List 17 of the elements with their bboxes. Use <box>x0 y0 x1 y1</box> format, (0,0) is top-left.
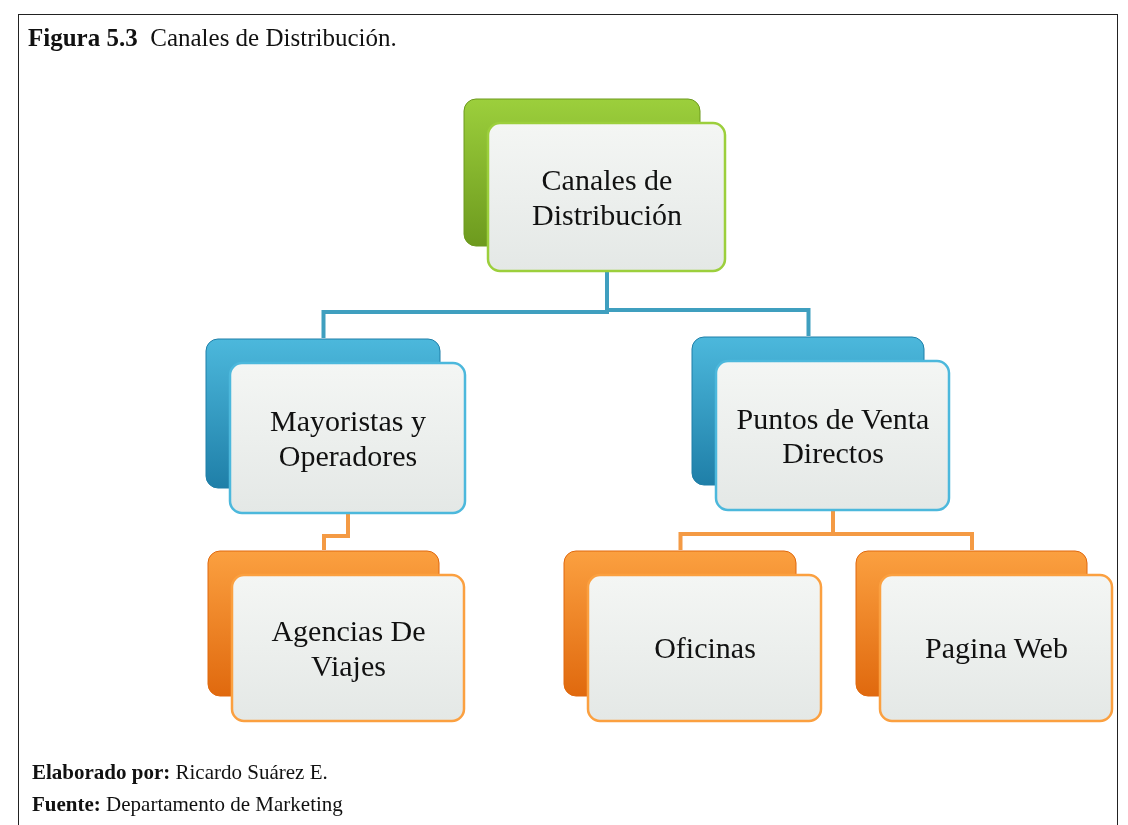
credit-note: Fuente: Departamento de Marketing <box>32 792 343 817</box>
stacked-card-node <box>855 550 1113 722</box>
credit-note: Elaborado por: Ricardo Suárez E. <box>32 760 328 785</box>
node-label: Canales de Distribución <box>531 163 683 232</box>
node-label: Mayoristas y Operadores <box>269 404 427 473</box>
connector-line <box>322 514 350 550</box>
node-label: Oficinas <box>654 631 756 666</box>
stacked-card-node <box>563 550 822 722</box>
node-label: Puntos de Venta Directos <box>735 401 931 471</box>
stacked-card-node <box>205 338 466 514</box>
node-label: Pagina Web <box>925 631 1068 666</box>
stacked-card-node <box>691 336 950 511</box>
connector-line <box>605 272 811 336</box>
figure-title: Figura 5.3 Canales de Distribución. <box>28 24 397 52</box>
node-label: Agencias De Viajes <box>270 614 427 683</box>
stacked-card-node <box>207 550 465 722</box>
stacked-card-node <box>463 98 726 272</box>
